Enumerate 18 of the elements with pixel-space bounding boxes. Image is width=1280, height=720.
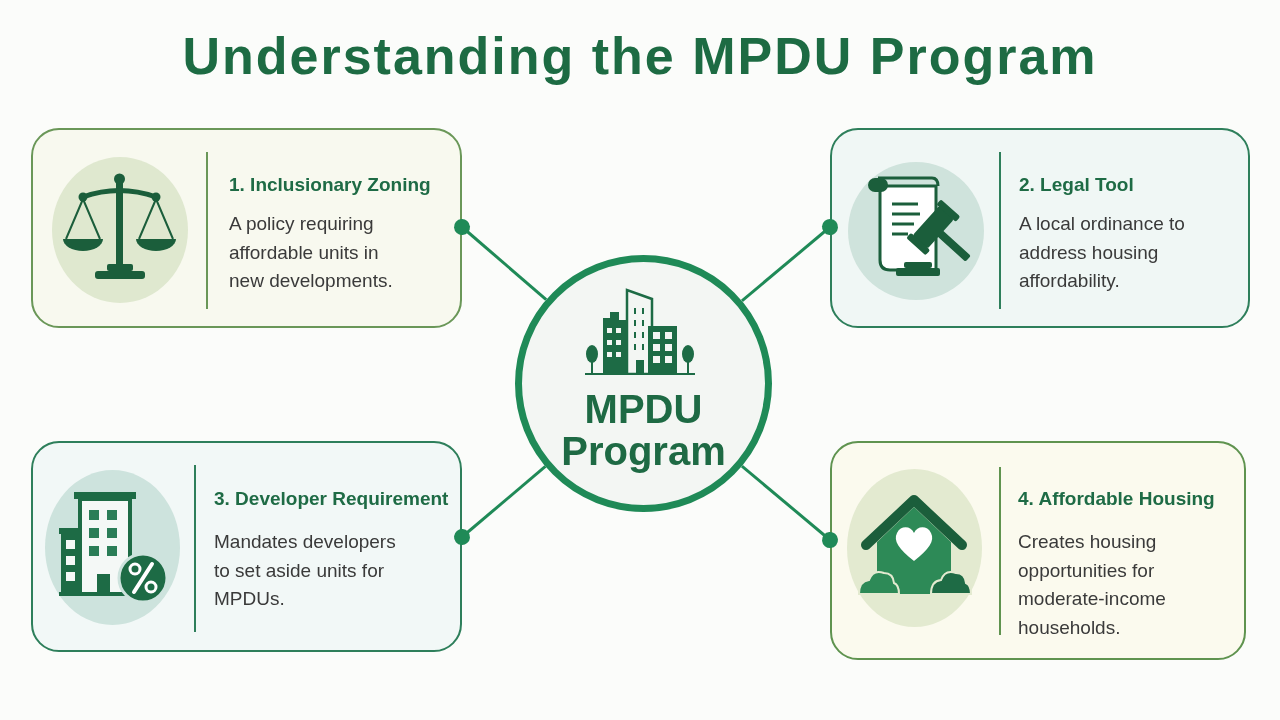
topic-card <box>830 441 1246 660</box>
card-heading: 3. Developer Requirement <box>214 487 450 511</box>
card-description: Mandates developers to set aside units for MPDUs. <box>214 530 397 611</box>
card-heading: 2. Legal Tool <box>1019 173 1135 197</box>
diagram-title: Understanding the MPDU Program <box>181 26 1099 86</box>
connector-line <box>740 219 838 303</box>
card-description: A policy requiring affordable units in new developments. <box>229 212 394 293</box>
card-heading: 1. Inclusionary Zoning <box>229 173 432 197</box>
card-description: A local ordinance to address housing affordability. <box>1019 212 1186 293</box>
topic-card <box>31 441 462 652</box>
connector-line <box>454 219 548 301</box>
card-heading: 4. Affordable Housing <box>1018 487 1216 511</box>
connector-line <box>454 465 547 545</box>
card-description: Creates housing opportunities for moderate-income households. <box>1018 530 1167 640</box>
topic-card <box>31 128 462 328</box>
connector-line <box>740 464 838 548</box>
hub-label: MPDU Program <box>560 388 727 472</box>
topic-card <box>830 128 1250 328</box>
